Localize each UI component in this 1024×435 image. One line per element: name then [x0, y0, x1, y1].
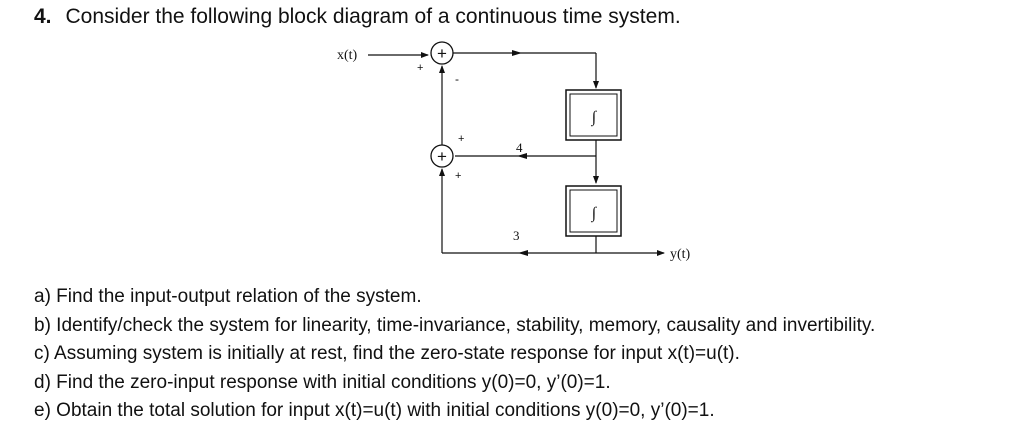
top-sum-input-sign: + [417, 62, 423, 74]
forward-arrowhead [512, 50, 522, 56]
bottom-summing-junction: + [430, 144, 454, 168]
bottom-sum-bottom-sign: + [455, 170, 461, 182]
output-label: y(t) [670, 247, 691, 262]
integrator-1: ∫ [565, 89, 622, 141]
input-label: x(t) [337, 48, 358, 63]
block-diagram: x(t) + + - ∫ 4 + + + ∫ y(t) 3 [337, 41, 691, 262]
bottom-sum-right-sign: + [458, 133, 464, 145]
part-c: c) Assuming system is initially at rest,… [34, 343, 740, 364]
gain-4-label: 4 [516, 140, 523, 155]
gain-3-label: 3 [513, 228, 520, 243]
part-b: b) Identify/check the system for lineari… [34, 314, 876, 336]
bottom-sum-symbol: + [437, 147, 447, 166]
question-number: 4. [34, 5, 52, 28]
part-d: d) Find the zero-input response with ini… [34, 371, 611, 393]
part-e: e) Obtain the total solution for input x… [34, 400, 715, 421]
top-summing-junction: + [430, 41, 454, 65]
question-prompt: Consider the following block diagram of … [65, 5, 681, 28]
part-a: a) Find the input-output relation of the… [34, 286, 422, 307]
gain-4-arrowhead [517, 153, 527, 159]
integrator-2: ∫ [565, 185, 622, 237]
integrator-1-symbol: ∫ [591, 109, 598, 127]
top-sum-symbol: + [437, 44, 447, 63]
gain-3-arrowhead [518, 250, 528, 256]
integrator-2-symbol: ∫ [591, 205, 598, 223]
question-parts: a) Find the input-output relation of the… [34, 283, 875, 426]
top-sum-feedback-sign: - [455, 72, 459, 86]
question-header: 4. Consider the following block diagram o… [34, 4, 681, 30]
